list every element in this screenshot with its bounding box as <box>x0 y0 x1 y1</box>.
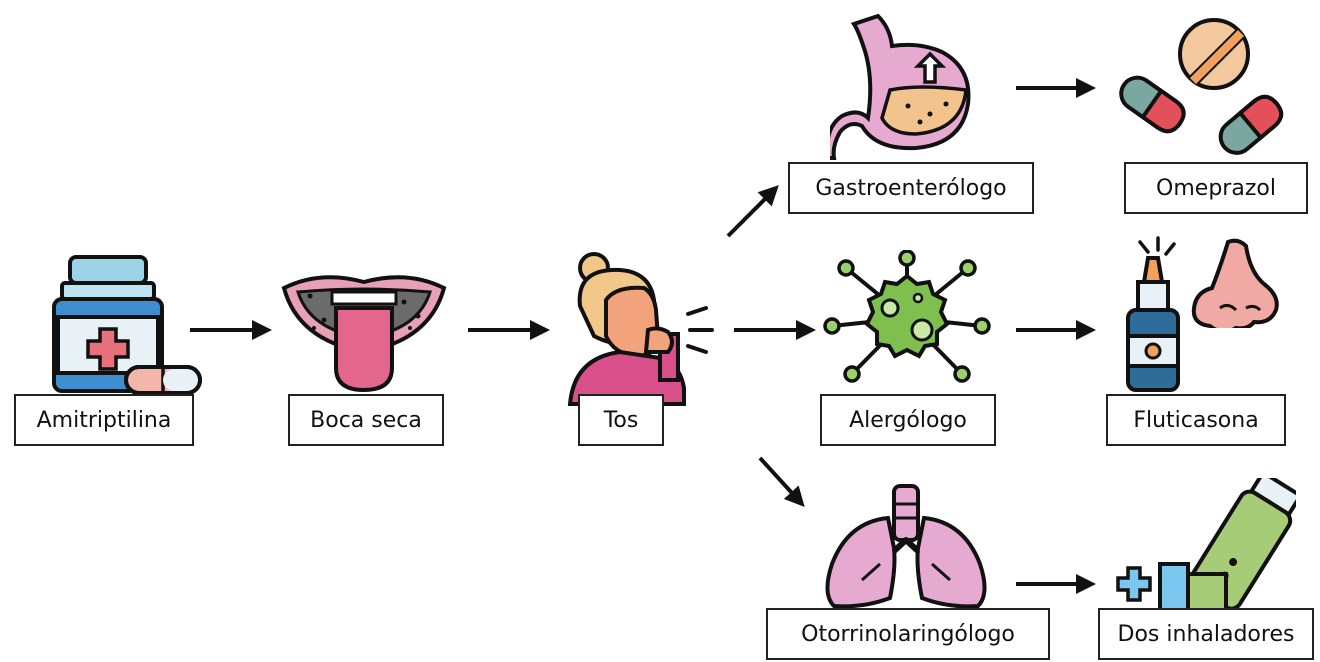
arrow-tos-to-gastroenterologo <box>728 188 776 236</box>
node-tos: Tos <box>578 394 664 446</box>
node-alergologo: Alergólogo <box>820 394 996 446</box>
node-gastroenterologo: Gastroenterólogo <box>788 162 1034 214</box>
node-boca-seca-label: Boca seca <box>310 408 422 433</box>
node-fluticasona: Fluticasona <box>1106 394 1286 446</box>
node-omeprazol: Omeprazol <box>1124 162 1308 214</box>
node-fluticasona-label: Fluticasona <box>1133 408 1258 433</box>
node-otorrinolaringologo-label: Otorrinolaringólogo <box>801 622 1015 647</box>
node-amitriptilina: Amitriptilina <box>14 394 194 446</box>
node-dos-inhaladores: Dos inhaladores <box>1098 608 1314 660</box>
node-otorrinolaringologo: Otorrinolaringólogo <box>766 608 1050 660</box>
node-tos-label: Tos <box>604 408 639 433</box>
arrow-tos-to-otorrinolaringologo <box>760 458 802 504</box>
node-dos-inhaladores-label: Dos inhaladores <box>1118 622 1295 647</box>
node-amitriptilina-label: Amitriptilina <box>37 408 172 433</box>
node-omeprazol-label: Omeprazol <box>1156 176 1276 201</box>
node-boca-seca: Boca seca <box>288 394 444 446</box>
node-alergologo-label: Alergólogo <box>849 408 967 433</box>
node-gastroenterologo-label: Gastroenterólogo <box>815 176 1006 201</box>
